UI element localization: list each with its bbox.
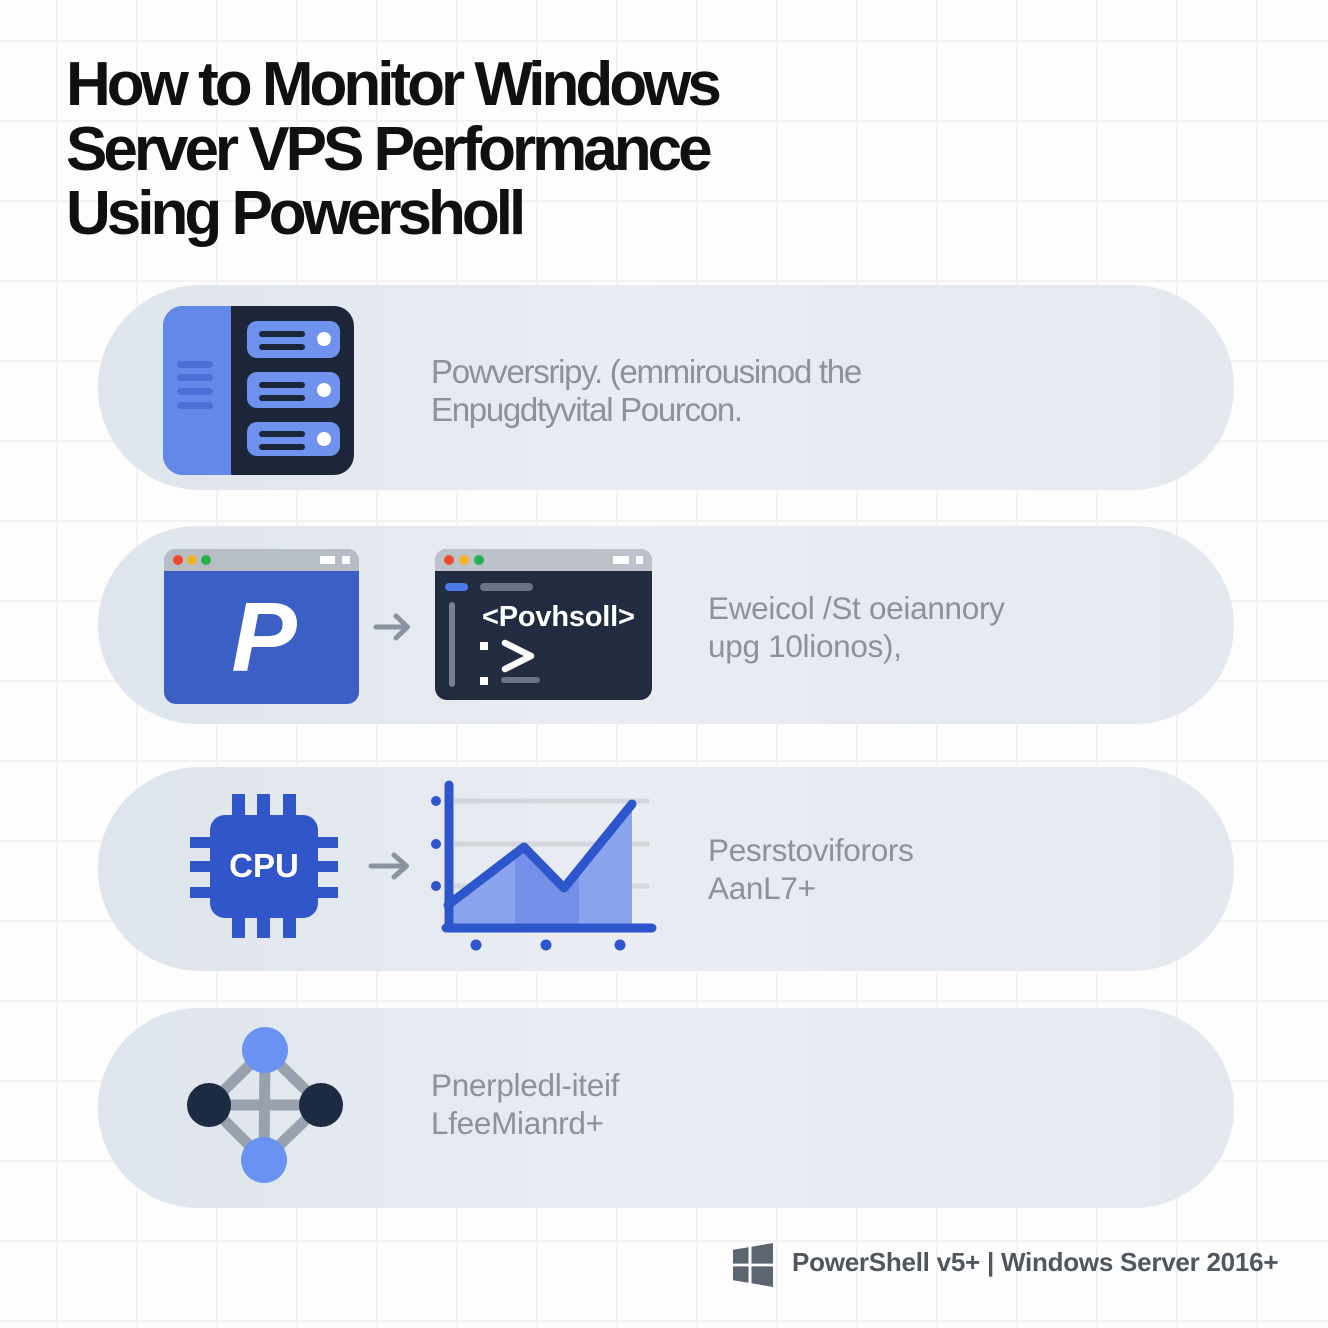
svg-text:CPU: CPU — [229, 847, 299, 884]
svg-text:<Povhsoll>: <Povhsoll> — [482, 601, 635, 633]
svg-text:P: P — [231, 582, 297, 692]
